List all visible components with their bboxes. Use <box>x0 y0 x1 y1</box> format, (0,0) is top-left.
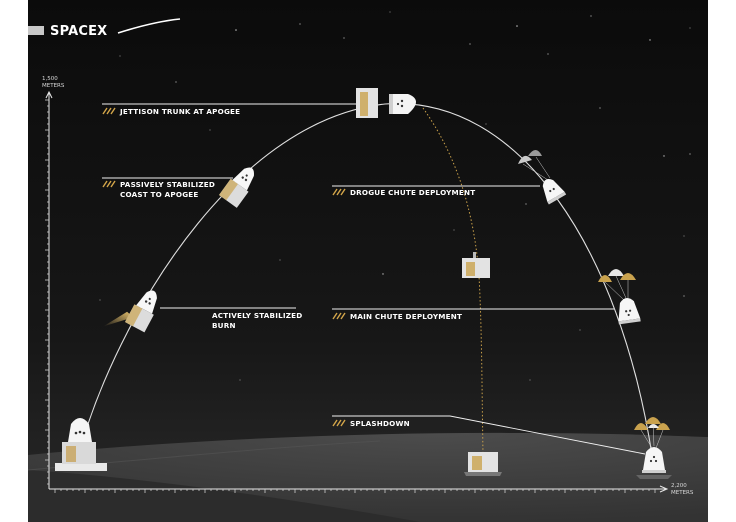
dragon-burn <box>103 290 157 333</box>
stars <box>99 11 691 381</box>
label-splashdown: SPLASHDOWN <box>332 419 410 428</box>
svg-text:MAIN CHUTE DEPLOYMENT: MAIN CHUTE DEPLOYMENT <box>350 312 462 321</box>
svg-text:SPACEX: SPACEX <box>50 24 107 39</box>
dragon-main-chute <box>618 298 641 325</box>
x-axis-unit: METERS <box>671 490 694 496</box>
y-axis-max-value: 1,500 <box>42 76 58 82</box>
drogue-parachutes <box>518 150 551 181</box>
y-axis-unit: METERS <box>42 83 65 89</box>
svg-text:DROGUE CHUTE DEPLOYMENT: DROGUE CHUTE DEPLOYMENT <box>350 188 475 197</box>
falling-trunk <box>462 252 490 278</box>
x-axis <box>49 485 669 493</box>
ground-shadow <box>28 470 420 522</box>
spacex-logo: SPACEX <box>28 18 181 39</box>
x-axis-max-value: 2,200 <box>671 483 687 489</box>
label-coast: PASSIVELY STABILIZED COAST TO APOGEE <box>102 180 215 199</box>
dragon-drogue <box>542 178 567 205</box>
svg-text:ACTIVELY STABILIZED: ACTIVELY STABILIZED <box>212 311 302 320</box>
main-parachutes <box>598 269 636 301</box>
svg-text:SPLASHDOWN: SPLASHDOWN <box>350 419 410 428</box>
dragon-on-pad <box>55 418 107 471</box>
dragon-coast <box>218 167 254 208</box>
label-burn: ACTIVELY STABILIZED BURN <box>212 311 302 330</box>
splashdown-parachutes <box>634 417 670 449</box>
label-main-chute: MAIN CHUTE DEPLOYMENT <box>332 312 462 321</box>
dragon-splashdown <box>636 447 672 479</box>
svg-text:JETTISON TRUNK AT APOGEE: JETTISON TRUNK AT APOGEE <box>119 107 240 116</box>
leader-lines <box>102 103 646 455</box>
trunk-splashdown <box>464 452 502 476</box>
jettisoned-trunk-apogee <box>356 88 378 118</box>
svg-text:BURN: BURN <box>212 321 236 330</box>
dragon-apogee <box>389 94 416 114</box>
y-axis <box>45 90 53 489</box>
label-jettison: JETTISON TRUNK AT APOGEE <box>102 107 240 116</box>
svg-text:PASSIVELY STABILIZED: PASSIVELY STABILIZED <box>120 180 215 189</box>
label-drogue: DROGUE CHUTE DEPLOYMENT <box>332 188 475 197</box>
svg-text:COAST TO APOGEE: COAST TO APOGEE <box>120 190 199 199</box>
